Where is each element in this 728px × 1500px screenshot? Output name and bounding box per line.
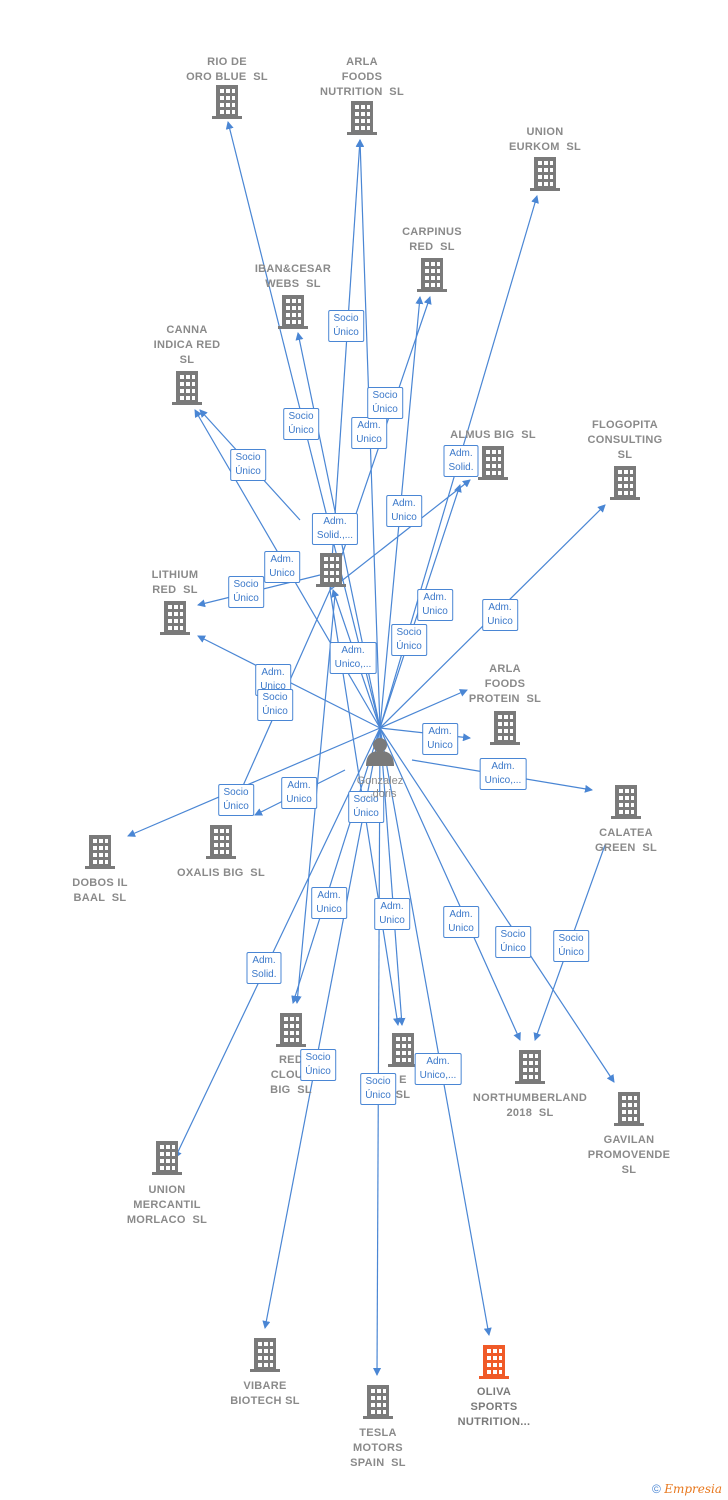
- role-badge[interactable]: Adm. Solid.: [443, 445, 479, 477]
- role-badge[interactable]: Adm. Unico: [264, 551, 300, 583]
- role-badge[interactable]: Socio Único: [553, 930, 589, 962]
- edge-line: [379, 727, 406, 1026]
- role-badge[interactable]: Adm. Unico: [482, 599, 518, 631]
- building-icon[interactable]: [316, 553, 346, 587]
- building-icon[interactable]: [490, 711, 520, 745]
- role-badge[interactable]: Adm. Unico: [281, 777, 317, 809]
- role-badge[interactable]: Socio Único: [300, 1049, 336, 1081]
- edge-line: [329, 479, 471, 591]
- edge-line: [291, 727, 381, 1004]
- edge-line: [379, 727, 615, 1083]
- company-label-carpinus[interactable]: CARPINUS RED SL: [402, 226, 462, 253]
- company-label-dobos[interactable]: DOBOS IL BAAL SL: [72, 877, 128, 904]
- company-label-almus[interactable]: ALMUS BIG SL: [450, 429, 536, 441]
- company-label-oxalis[interactable]: OXALIS BIG SL: [177, 867, 265, 879]
- edge-line: [174, 727, 381, 1159]
- building-icon[interactable]: [417, 258, 447, 292]
- company-label-union-merc[interactable]: UNION MERCANTIL MORLACO SL: [126, 1184, 208, 1226]
- building-icon[interactable]: [610, 466, 640, 500]
- company-label-gavilan[interactable]: GAVILAN PROMOVENDE SL: [587, 1134, 671, 1176]
- company-label-iban[interactable]: IBAN&CESAR WEBS SL: [254, 263, 332, 290]
- company-label-arla-nut[interactable]: ARLA FOODS NUTRITION SL: [320, 56, 404, 98]
- company-label-tesla[interactable]: TESLA MOTORS SPAIN SL: [350, 1427, 406, 1469]
- building-icon[interactable]: [160, 601, 190, 635]
- role-badge[interactable]: Socio Único: [391, 624, 427, 656]
- building-icon[interactable]: [530, 157, 560, 191]
- edge-line: [379, 727, 521, 1041]
- role-badge[interactable]: Socio Único: [228, 576, 264, 608]
- building-icon[interactable]: [85, 835, 115, 869]
- company-label-hidden-sl[interactable]: E SL: [395, 1074, 411, 1101]
- brand-logo: Empresia: [664, 1482, 722, 1496]
- building-icon[interactable]: [172, 371, 202, 405]
- company-label-vibare[interactable]: VIBARE BIOTECH SL: [230, 1380, 300, 1407]
- role-badge[interactable]: Adm. Unico: [386, 495, 422, 527]
- company-label-oliva[interactable]: OLIVA SPORTS NUTRITION...: [457, 1386, 531, 1428]
- role-badge[interactable]: Adm. Unico: [351, 417, 387, 449]
- edge-line: [373, 727, 382, 1376]
- building-icon[interactable]: [152, 1141, 182, 1175]
- role-badge[interactable]: Adm. Unico: [311, 887, 347, 919]
- edge-line: [262, 727, 381, 1329]
- company-label-union-eurkom[interactable]: UNION EURKOM SL: [508, 126, 582, 153]
- person-icon[interactable]: [366, 738, 394, 766]
- company-label-lithium[interactable]: LITHIUM RED SL: [151, 569, 199, 596]
- role-badge[interactable]: Adm. Solid.,...: [311, 513, 359, 545]
- company-label-flogopita[interactable]: FLOGOPITA CONSULTING SL: [587, 419, 663, 461]
- building-icon[interactable]: [206, 825, 236, 859]
- copyright-symbol: ©: [652, 1482, 661, 1496]
- building-icon[interactable]: [614, 1092, 644, 1126]
- role-badge[interactable]: Adm. Unico: [417, 589, 453, 621]
- role-badge[interactable]: Adm. Unico: [422, 723, 458, 755]
- building-icon[interactable]: [347, 101, 377, 135]
- role-badge[interactable]: Socio Único: [283, 408, 319, 440]
- building-icon[interactable]: [611, 785, 641, 819]
- role-badge[interactable]: Socio Único: [230, 449, 266, 481]
- role-badge[interactable]: Adm. Unico,...: [414, 1053, 462, 1085]
- company-label-canna[interactable]: CANNA INDICA RED SL: [153, 324, 221, 366]
- role-badge[interactable]: Adm. Unico,...: [329, 642, 377, 674]
- building-icon[interactable]: [478, 446, 508, 480]
- company-label-calatea[interactable]: CALATEA GREEN SL: [595, 827, 657, 854]
- building-icon[interactable]: [276, 1013, 306, 1047]
- building-icon[interactable]: [250, 1338, 280, 1372]
- building-icon[interactable]: [479, 1345, 509, 1379]
- center-person-label[interactable]: Gonzalez ...doris: [356, 775, 404, 800]
- building-icon[interactable]: [515, 1050, 545, 1084]
- role-badge[interactable]: Socio Único: [360, 1073, 396, 1105]
- building-icon[interactable]: [363, 1385, 393, 1419]
- role-badge[interactable]: Socio Único: [328, 310, 364, 342]
- role-badge[interactable]: Socio Único: [218, 784, 254, 816]
- edge-line: [127, 727, 381, 837]
- building-icon[interactable]: [278, 295, 308, 329]
- company-label-arla-prot[interactable]: ARLA FOODS PROTEIN SL: [468, 663, 542, 705]
- role-badge[interactable]: Socio Único: [348, 791, 384, 823]
- copyright-footer: © Empresia: [652, 1482, 722, 1496]
- company-label-rio[interactable]: RIO DE ORO BLUE SL: [186, 56, 268, 83]
- building-icon[interactable]: [388, 1033, 418, 1067]
- role-badge[interactable]: Adm. Unico: [443, 906, 479, 938]
- role-badge[interactable]: Socio Único: [367, 387, 403, 419]
- company-label-northumberland[interactable]: NORTHUMBERLAND 2018 SL: [472, 1092, 588, 1119]
- role-badge[interactable]: Adm. Unico: [374, 898, 410, 930]
- role-badge[interactable]: Adm. Solid.: [246, 952, 282, 984]
- role-badge[interactable]: Socio Único: [257, 689, 293, 721]
- role-badge[interactable]: Socio Único: [495, 926, 531, 958]
- building-icon[interactable]: [212, 85, 242, 119]
- edge-line: [379, 689, 468, 729]
- edge-line: [379, 727, 492, 1336]
- role-badge[interactable]: Adm. Unico,...: [479, 758, 527, 790]
